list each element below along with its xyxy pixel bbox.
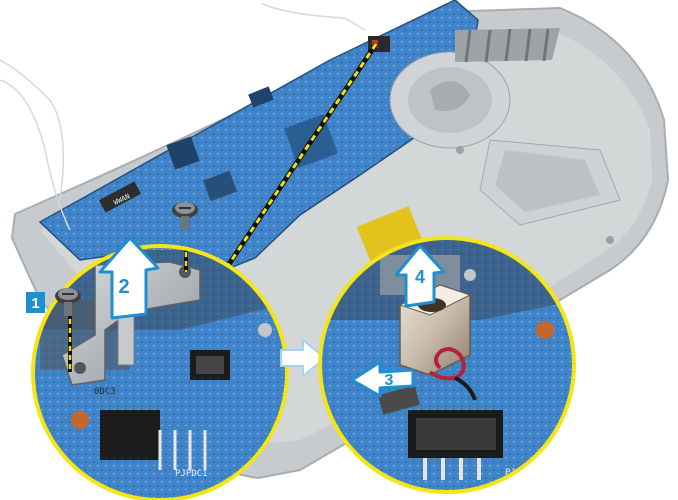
between-zooms-arrow-right-icon	[280, 339, 326, 377]
dc-in-cable-route	[202, 42, 379, 302]
smart-card-bay	[479, 139, 621, 226]
screw-1	[55, 288, 81, 316]
step3-arrow-left-icon: 3	[350, 360, 415, 398]
step2-arrow-up-icon: 2	[98, 236, 160, 320]
left-connector-label: PJPDC1	[175, 469, 208, 479]
zoom-circle-right: PJPDC1	[318, 236, 576, 494]
antenna-cables	[0, 3, 366, 231]
zoom-ring-right	[318, 236, 576, 494]
step3-number: 3	[385, 372, 394, 389]
vent-grille	[455, 28, 560, 63]
step4-number: 4	[415, 267, 425, 287]
step1-number: 1	[31, 295, 39, 312]
zoom-ring-left	[31, 244, 289, 500]
step2-number: 2	[118, 276, 129, 298]
part-id-label: 0DC3	[94, 387, 116, 397]
screw-2	[172, 202, 198, 230]
zoom-circle-left: PJPDC1 0DC3	[31, 244, 289, 500]
cooling-fan	[389, 51, 511, 149]
step1-square-badge-icon: 1	[26, 292, 45, 313]
step4-arrow-up-icon: 4	[394, 244, 446, 308]
